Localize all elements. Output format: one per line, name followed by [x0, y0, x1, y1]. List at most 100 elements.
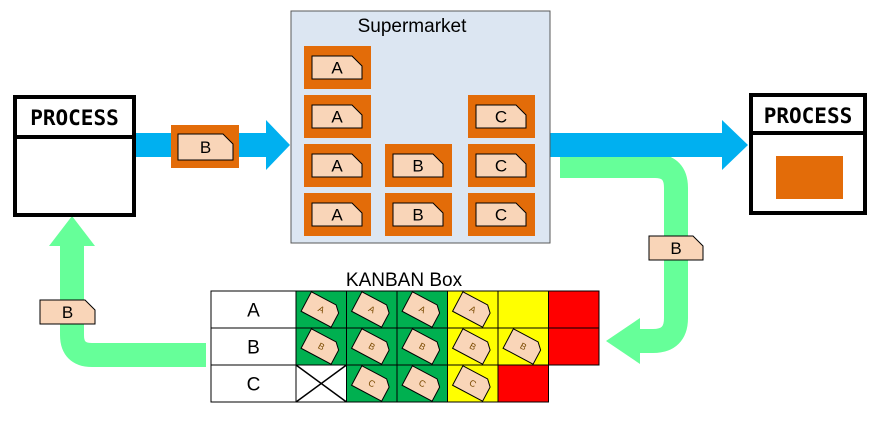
kanban-card: C [475, 104, 527, 129]
kanban-card-letter: C [495, 206, 507, 225]
kanban-card-shape [300, 291, 340, 328]
kanban-card-shape [392, 153, 444, 178]
kanban-card: A [311, 153, 363, 178]
kanban-card-shape [475, 202, 527, 227]
kanban-card-in-box: B [300, 328, 340, 365]
supermarket-item-b: B [385, 144, 452, 187]
kanban-card-letter: C [495, 157, 507, 176]
kanban-card-shape [451, 328, 491, 365]
kanban-card-letter: B [417, 341, 427, 353]
kanban-card-shape [350, 328, 390, 365]
kanban-card-shape [475, 153, 527, 178]
kanban-row-label: A [247, 301, 260, 322]
product-in-process [776, 156, 843, 199]
kanban-card-shape [648, 235, 704, 261]
process-box-left: PROCESS [13, 95, 136, 217]
kanban-card-in-box: B [401, 328, 441, 365]
kanban-card: B [648, 235, 704, 261]
kanban-row-label-cell [210, 364, 297, 403]
kanban-card-in-box: C [401, 365, 441, 402]
kanban-return-arrowhead-left [49, 216, 95, 246]
supermarket-title: Supermarket [358, 16, 467, 37]
kanban-card-authorizing: B [39, 299, 96, 325]
kanban-card-shape [401, 328, 441, 365]
flow-arrow-left-head [266, 120, 290, 170]
kanban-card-in-transit: B [177, 133, 234, 161]
kanban-card: A [311, 202, 363, 227]
kanban-card-letter: C [468, 378, 479, 390]
kanban-row-label: C [247, 375, 261, 396]
kanban-card-letter: A [468, 304, 478, 316]
kanban-row-label-cell [210, 327, 297, 366]
kanban-card-letter: B [412, 157, 423, 176]
supermarket-item-b: B [385, 193, 452, 236]
kanban-card-letter: A [331, 157, 343, 176]
kanban-card-shape [311, 153, 363, 178]
kanban-card: B [177, 133, 234, 161]
kanban-card-shape [350, 365, 390, 402]
process-label-left: PROCESS [30, 106, 119, 130]
kanban-slot-red [497, 364, 549, 403]
kanban-card-in-box: B [451, 328, 491, 365]
kanban-card-letter: B [367, 341, 377, 353]
kanban-card-shape [311, 202, 363, 227]
kanban-card-in-box: B [350, 328, 390, 365]
supermarket-item-a: A [304, 144, 371, 187]
kanban-card-in-box: C [451, 365, 491, 402]
supermarket-item-c: C [468, 144, 535, 187]
supermarket-item-a: A [304, 46, 371, 89]
flow-arrow-right-shaft [550, 133, 728, 157]
kanban-card-letter: C [495, 108, 507, 127]
kanban-card-letter: A [331, 206, 343, 225]
kanban-card-returning: B [648, 235, 704, 261]
kanban-card-letter: B [316, 341, 326, 353]
kanban-card-in-box: A [350, 291, 390, 328]
kanban-card-letter: A [367, 304, 377, 316]
kanban-card-in-box: B [502, 328, 542, 365]
kanban-card-letter: B [62, 303, 73, 322]
kanban-box-title: KANBAN Box [346, 270, 463, 291]
kanban-card: C [475, 202, 527, 227]
kanban-card-letter: B [670, 239, 681, 258]
kanban-card: B [392, 153, 444, 178]
kanban-card-shape [392, 202, 444, 227]
kanban-return-arrowhead-right [606, 318, 640, 364]
kanban-card-letter: B [412, 206, 423, 225]
kanban-card-letter: A [417, 304, 427, 316]
supermarket-item-a: A [304, 193, 371, 236]
kanban-card-letter: B [518, 341, 528, 353]
kanban-card-letter: B [200, 138, 211, 157]
kanban-row-label: B [247, 338, 260, 359]
kanban-card: C [475, 153, 527, 178]
supermarket-item-c: C [468, 95, 535, 138]
kanban-card-letter: B [468, 341, 478, 353]
kanban-card-shape [177, 133, 234, 161]
kanban-card-in-box: A [401, 291, 441, 328]
kanban-card-shape [311, 104, 363, 129]
kanban-card-letter: C [367, 378, 378, 390]
kanban-card-shape [451, 365, 491, 402]
kanban-card-in-box: A [300, 291, 340, 328]
kanban-row-label-cell [210, 290, 297, 329]
kanban-card-shape [475, 104, 527, 129]
kanban-card-letter: A [331, 108, 343, 127]
kanban-card: A [311, 55, 363, 80]
kanban-slot-yellow [497, 290, 549, 329]
kanban-card-letter: A [316, 304, 326, 316]
flow-arrow-right-head [722, 120, 748, 170]
kanban-return-path-left [60, 246, 206, 367]
kanban-card-shape [502, 328, 542, 365]
kanban-card-letter: C [417, 378, 428, 390]
supermarket-item-a: A [304, 95, 371, 138]
kanban-card-shape [350, 291, 390, 328]
kanban-card-shape [451, 291, 491, 328]
unused-slot-cross [295, 364, 347, 403]
kanban-slot-red [548, 290, 600, 329]
kanban-card-shape [39, 299, 96, 325]
kanban-card-in-box: A [451, 291, 491, 328]
kanban-slot-red [548, 327, 600, 366]
